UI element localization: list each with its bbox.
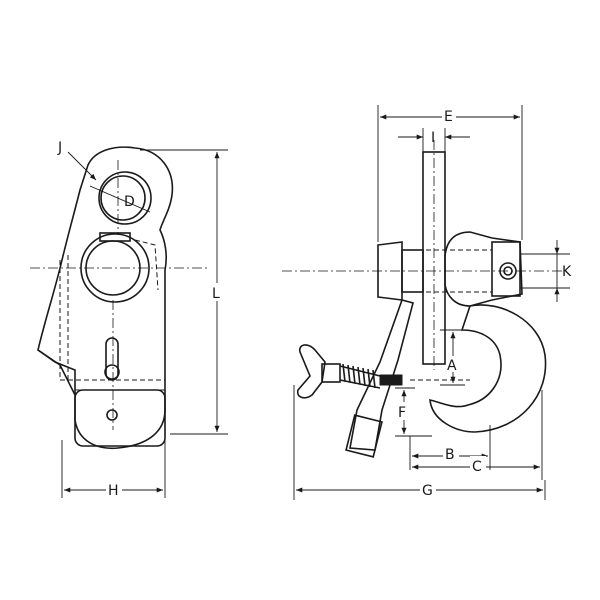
slot-pin xyxy=(104,364,120,380)
label-I: I xyxy=(431,130,435,146)
label-K: K xyxy=(562,264,572,280)
housing-cap xyxy=(491,241,521,297)
label-B: B xyxy=(445,447,455,463)
front-jaw xyxy=(37,349,76,395)
label-E: E xyxy=(444,109,453,125)
shackle-eye-outer xyxy=(98,171,152,225)
front-body-outline xyxy=(37,146,174,449)
label-C: C xyxy=(472,459,482,475)
label-A: A xyxy=(447,358,457,374)
wing-nut xyxy=(296,344,326,399)
label-L: L xyxy=(212,286,220,302)
front-view: J D L H xyxy=(30,140,228,499)
lever-handle xyxy=(345,414,383,458)
boss-top-tab xyxy=(99,232,131,242)
hook xyxy=(429,304,547,433)
label-H: H xyxy=(108,483,119,499)
shackle-eye-inner xyxy=(100,175,146,221)
bottom-pin xyxy=(106,409,118,421)
label-J: J xyxy=(57,140,62,156)
label-F: F xyxy=(398,405,406,421)
label-G: G xyxy=(422,483,433,499)
screw-tip xyxy=(379,374,403,386)
center-boss-inner xyxy=(85,240,141,296)
front-hidden-lines xyxy=(59,239,165,381)
adjust-slot xyxy=(105,337,119,381)
side-view: E I K A F B C xyxy=(282,105,572,500)
right-housing xyxy=(444,231,523,307)
wing-hub xyxy=(321,363,341,383)
label-D: D xyxy=(124,194,135,210)
screw-thread xyxy=(339,363,381,389)
